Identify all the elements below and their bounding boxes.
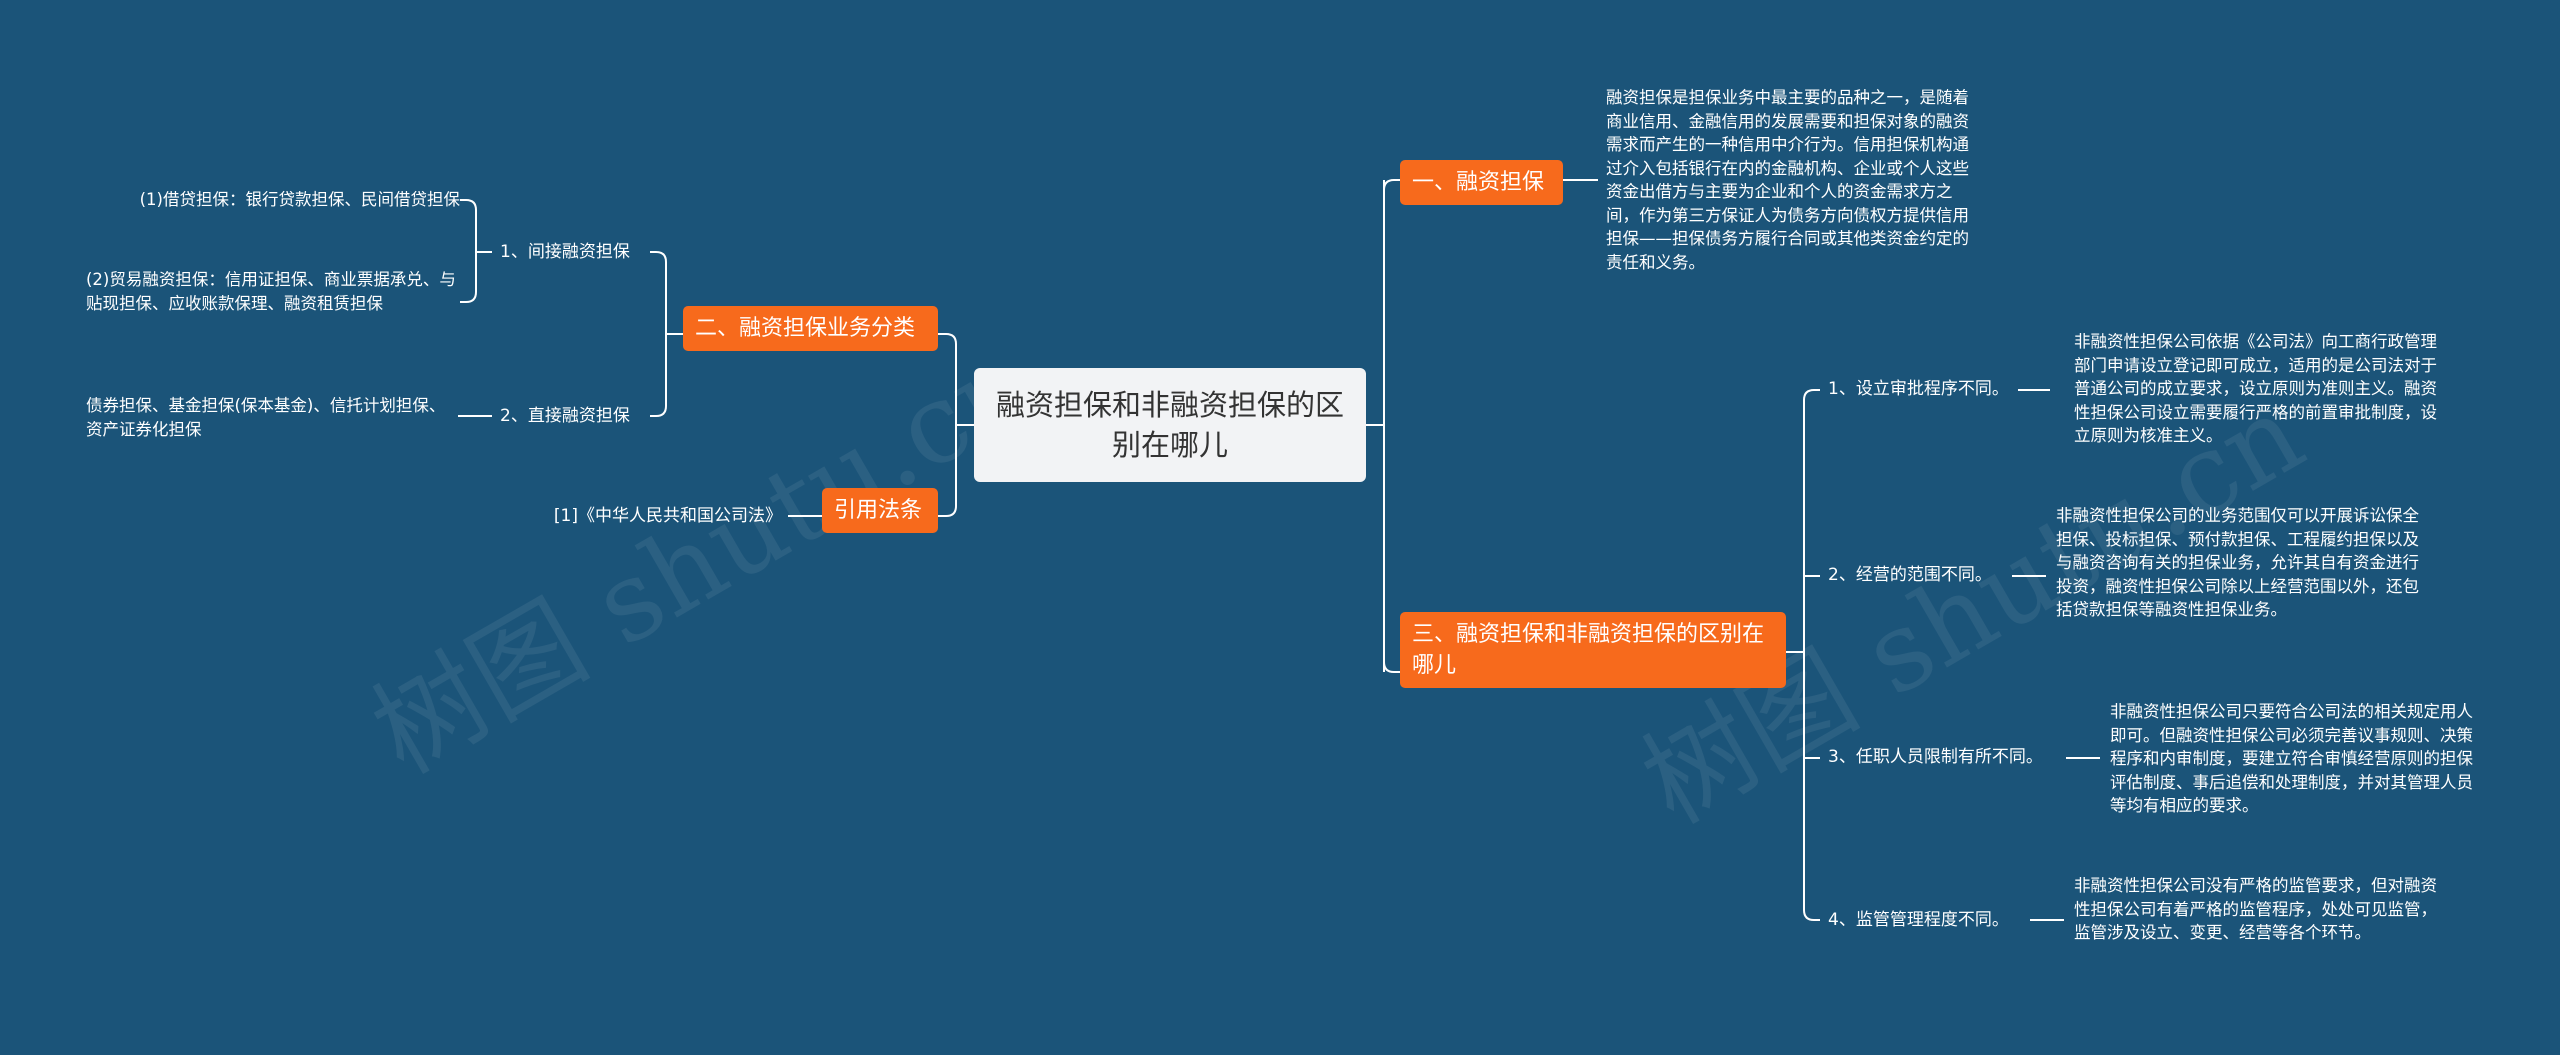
sub-supervision-level[interactable]: 4、监管管理程度不同。 (1828, 908, 2030, 932)
sub-label: 2、经营的范围不同。 (1828, 565, 1992, 585)
sub-indirect-financing[interactable]: 1、间接融资担保 (500, 240, 650, 264)
sub-label: 4、监管管理程度不同。 (1828, 910, 2009, 930)
item-loan-guarantee: (1)借贷担保：银行贷款担保、民间借贷担保 (100, 188, 460, 212)
branch-label: 一、融资担保 (1412, 170, 1545, 195)
root-topic[interactable]: 融资担保和非融资担保的区别在哪儿 (974, 368, 1366, 482)
branch-label: 引用法条 (834, 498, 923, 523)
detail-business-scope: 非融资性担保公司的业务范围仅可以开展诉讼保全担保、投标担保、预付款担保、工程履约… (2056, 504, 2428, 622)
branch-label: 二、融资担保业务分类 (695, 316, 916, 341)
detail-supervision-level: 非融资性担保公司没有严格的监管要求，但对融资性担保公司有着严格的监管程序，处处可… (2074, 874, 2449, 945)
branch-label: 三、融资担保和非融资担保的区别在哪儿 (1412, 622, 1765, 678)
detail-text: 非融资性担保公司只要符合公司法的相关规定用人即可。但融资性担保公司必须完善议事规… (2110, 702, 2473, 815)
link-indirect-i2 (460, 291, 477, 303)
sub-label: 3、任职人员限制有所不同。 (1828, 747, 2043, 767)
link-b2-direct (650, 405, 667, 417)
link-b4-s4 (1803, 909, 1820, 921)
branch-business-classification[interactable]: 二、融资担保业务分类 (683, 306, 938, 351)
detail-staff-restriction: 非融资性担保公司只要符合公司法的相关规定用人即可。但融资性担保公司必须完善议事规… (2110, 700, 2485, 818)
detail-text: 非融资性担保公司的业务范围仅可以开展诉讼保全担保、投标担保、预付款担保、工程履约… (2056, 506, 2419, 619)
link-to-b4 (1383, 661, 1400, 673)
branch-difference[interactable]: 三、融资担保和非融资担保的区别在哪儿 (1400, 612, 1786, 688)
detail-approval-procedure: 非融资性担保公司依据《公司法》向工商行政管理部门申请设立登记即可成立，适用的是公… (2074, 330, 2449, 448)
branch-cited-law[interactable]: 引用法条 (822, 488, 938, 533)
branch-financing-guarantee[interactable]: 一、融资担保 (1400, 160, 1563, 205)
link-b2-indirect (650, 251, 667, 263)
link-b4-s1 (1803, 389, 1820, 401)
sub-label: 1、间接融资担保 (500, 242, 630, 262)
item-text: 债券担保、基金担保(保本基金)、信托计划担保、资产证券化担保 (86, 396, 446, 439)
sub-label: 2、直接融资担保 (500, 406, 630, 426)
sub-business-scope[interactable]: 2、经营的范围不同。 (1828, 563, 2012, 587)
item-company-law[interactable]: [1]《中华人民共和国公司法》 (520, 504, 782, 528)
detail-text: 非融资性担保公司依据《公司法》向工商行政管理部门申请设立登记即可成立，适用的是公… (2074, 332, 2437, 445)
link-to-b3 (938, 505, 957, 517)
sub-label: 1、设立审批程序不同。 (1828, 379, 2009, 399)
item-text: (1)借贷担保：银行贷款担保、民间借贷担保 (139, 190, 460, 209)
detail-text: 融资担保是担保业务中最主要的品种之一，是随着商业信用、金融信用的发展需要和担保对… (1606, 88, 1969, 272)
link-indirect-i1 (460, 199, 477, 211)
link-to-b1 (1383, 179, 1400, 191)
item-text: (2)贸易融资担保：信用证担保、商业票据承兑、与贴现担保、应收账款保理、融资租赁… (86, 270, 456, 313)
sub-staff-restriction[interactable]: 3、任职人员限制有所不同。 (1828, 745, 2066, 769)
item-bond-guarantee: 债券担保、基金担保(保本基金)、信托计划担保、资产证券化担保 (86, 394, 458, 441)
item-trade-financing: (2)贸易融资担保：信用证担保、商业票据承兑、与贴现担保、应收账款保理、融资租赁… (86, 268, 460, 315)
link-to-b2 (938, 333, 957, 345)
sub-approval-procedure[interactable]: 1、设立审批程序不同。 (1828, 377, 2018, 401)
item-text: [1]《中华人民共和国公司法》 (553, 506, 782, 526)
detail-text: 非融资性担保公司没有严格的监管要求，但对融资性担保公司有着严格的监管程序，处处可… (2074, 876, 2437, 942)
root-title: 融资担保和非融资担保的区别在哪儿 (995, 388, 1344, 462)
detail-financing-guarantee: 融资担保是担保业务中最主要的品种之一，是随着商业信用、金融信用的发展需要和担保对… (1606, 86, 1976, 274)
sub-direct-financing[interactable]: 2、直接融资担保 (500, 404, 650, 428)
